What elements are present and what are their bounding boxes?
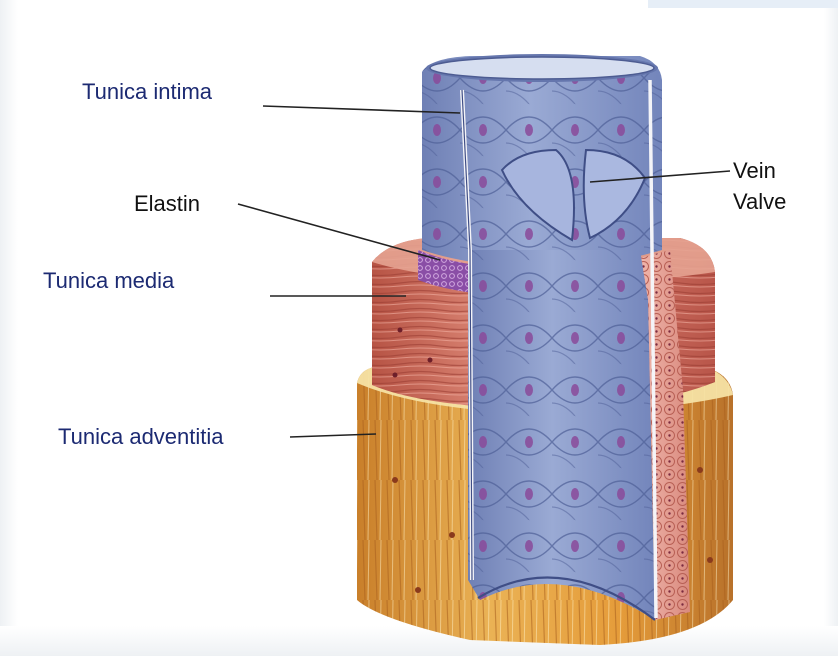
label-vein: Vein [733,160,776,182]
label-valve: Valve [733,191,786,213]
elastin-leader [238,204,440,260]
label-tunica-media: Tunica media [43,270,174,292]
label-elastin: Elastin [134,193,200,215]
label-tunica-adventitia: Tunica adventitia [58,426,224,448]
label-tunica-intima: Tunica intima [82,81,212,103]
